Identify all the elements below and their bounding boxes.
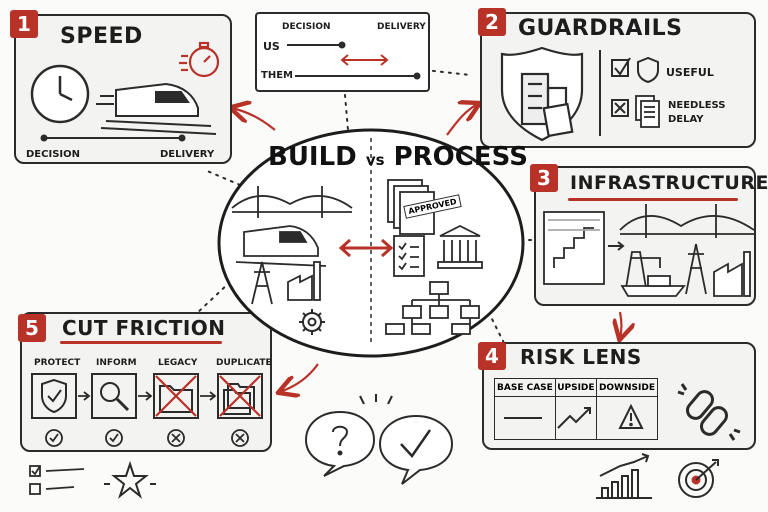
bar-chart-icon [596,453,652,499]
center-bridge-icon [231,186,353,218]
x-circle-icon-2 [231,429,249,447]
warning-icon [618,403,644,429]
needless-label: NEEDLESS [668,100,726,111]
checklist-icon [29,465,85,495]
center-title: BUILD vs PROCESS [268,142,528,172]
build-label: BUILD [268,142,357,172]
emphasis-marks [359,394,393,405]
clock-icon [30,64,90,124]
check-bubble-icon [378,414,454,485]
guardrails-illustration [500,46,660,142]
blueprint-icon [543,211,605,285]
infrastructure-underline [568,198,738,201]
risk-number-badge: 4 [478,342,506,370]
infrastructure-number-badge: 3 [530,164,558,192]
step-arrows [78,391,217,401]
target-icon [678,459,719,498]
guardrails-title: GUARDRAILS [518,16,683,41]
infrastructure-illustration [543,204,755,297]
speed-number-badge: 1 [10,10,38,38]
legacy-folder-icon [153,373,199,419]
friction-number-badge: 5 [18,314,46,342]
risk-lens-panel: BASE CASE UPSIDE DOWNSIDE [482,342,756,450]
speed-illustration [30,41,220,142]
speed-panel: DECISION DELIVERY [14,14,232,164]
risk-title: RISK LENS [520,345,642,369]
step-duplicate-label: DUPLICATE [216,358,272,368]
check-circle-icon-2 [105,429,123,447]
center-org-chart-icon [385,281,480,335]
documents-stack-icon [635,95,660,128]
step-inform-label: INFORM [96,358,137,368]
delivery-label: DELIVERY [377,22,426,32]
check-circle-icon [45,429,63,447]
shield-building-icon [500,46,584,142]
friction-illustration [31,373,263,447]
speed-delivery-label: DELIVERY [160,149,215,160]
checkbox-needless-icon [611,99,629,117]
guardrails-panel: USEFUL NEEDLESS DELAY [480,12,756,148]
risk-illustration [504,383,741,441]
risk-col-downside: DOWNSIDE [595,378,659,397]
double-arrow-icon [338,238,394,258]
center-document-icon [387,179,435,235]
x-circle-icon [167,429,185,447]
step-legacy-label: LEGACY [158,358,198,368]
power-pylon-icon [685,243,707,295]
comparison-lines [287,41,421,80]
useful-label: USEFUL [666,66,714,79]
duplicate-folder-icon [217,373,263,419]
center-pylon-icon [251,261,273,305]
stopwatch-icon [179,41,220,78]
center-institution-icon [437,224,483,269]
question-bubble-icon [304,410,376,477]
star-icon [104,460,156,499]
step-protect-label: PROTECT [34,358,81,368]
friction-title: CUT FRICTION [62,316,226,340]
center-factory-icon [287,261,321,301]
protect-shield-icon [31,373,77,419]
center-checklist-icon [393,235,425,277]
center-train-icon [235,225,327,267]
factory-icon [713,251,751,297]
process-label: PROCESS [393,142,528,172]
guardrails-number-badge: 2 [478,8,506,36]
bridge-icon [619,204,755,238]
speed-title: SPEED [60,24,143,49]
chain-link-icon [677,383,741,441]
vs-label: vs [365,151,385,169]
checkbox-useful-icon [611,57,631,77]
right-arrow-icon [608,241,625,251]
infrastructure-title: INFRASTRUCTURE [570,172,768,194]
timeline-comparison: DECISION DELIVERY US THEM [255,12,430,92]
delay-label: DELAY [668,114,704,125]
crane-icon [625,251,661,289]
us-label: US [263,40,280,53]
infrastructure-panel [534,166,756,306]
cut-friction-panel: PROTECT INFORM LEGACY DUPLICATE [20,312,272,452]
train-icon [96,82,217,135]
ship-icon [620,275,686,297]
friction-underline [60,341,222,344]
them-label: THEM [261,70,293,81]
small-shield-icon [637,56,659,84]
decision-label: DECISION [282,22,331,32]
inform-magnifier-icon [91,373,137,419]
speed-decision-label: DECISION [26,149,80,160]
center-gear-icon [299,309,325,335]
trend-up-icon [557,407,591,429]
